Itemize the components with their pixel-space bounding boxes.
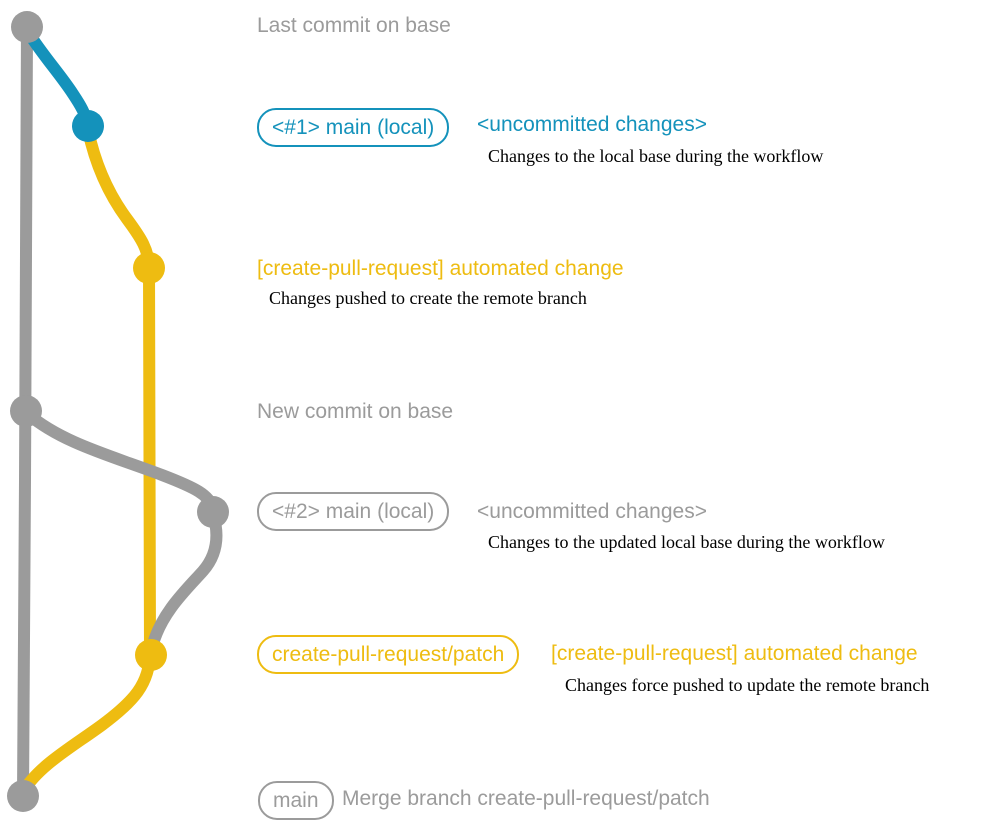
automated-change-2-description: Changes force pushed to update the remot… [565, 675, 930, 695]
uncommitted-changes-2-description: Changes to the updated local base during… [488, 532, 885, 552]
automated-change-2-label: [create-pull-request] automated change [551, 642, 918, 665]
automated-change-1-label: [create-pull-request] automated change [257, 257, 624, 280]
commit-node-automated-change-1 [133, 252, 165, 284]
commit-node-automated-change-2 [135, 639, 167, 671]
commit-node-uncommitted-2 [197, 496, 229, 528]
base-branch-line [17, 21, 33, 802]
uncommitted-changes-1-description: Changes to the local base during the wor… [488, 146, 824, 166]
patch-branch-badge: create-pull-request/patch [257, 635, 520, 674]
automated-change-1-description: Changes pushed to create the remote bran… [269, 288, 587, 308]
commit-node-last-commit-on-base [11, 11, 43, 43]
updated-base-branch-line-out [22, 408, 219, 514]
last-commit-label: Last commit on base [257, 14, 451, 37]
commit-node-uncommitted-1 [72, 110, 104, 142]
main-badge: main [258, 781, 334, 820]
uncommitted-changes-2-label: <uncommitted changes> [477, 500, 707, 523]
commit-node-merge [7, 780, 39, 812]
git-graph [7, 11, 229, 812]
new-commit-label: New commit on base [257, 400, 454, 423]
commit-node-new-commit-on-base [10, 395, 42, 427]
updated-base-branch-line-return [147, 508, 223, 650]
main-local-1-badge: <#1> main (local) [257, 108, 450, 147]
uncommitted-changes-1-label: <uncommitted changes> [477, 113, 707, 136]
main-local-2-badge: <#2> main (local) [257, 492, 450, 531]
local-main-branch-line [22, 26, 94, 131]
merge-branch-label: Merge branch create-pull-request/patch [342, 787, 710, 810]
